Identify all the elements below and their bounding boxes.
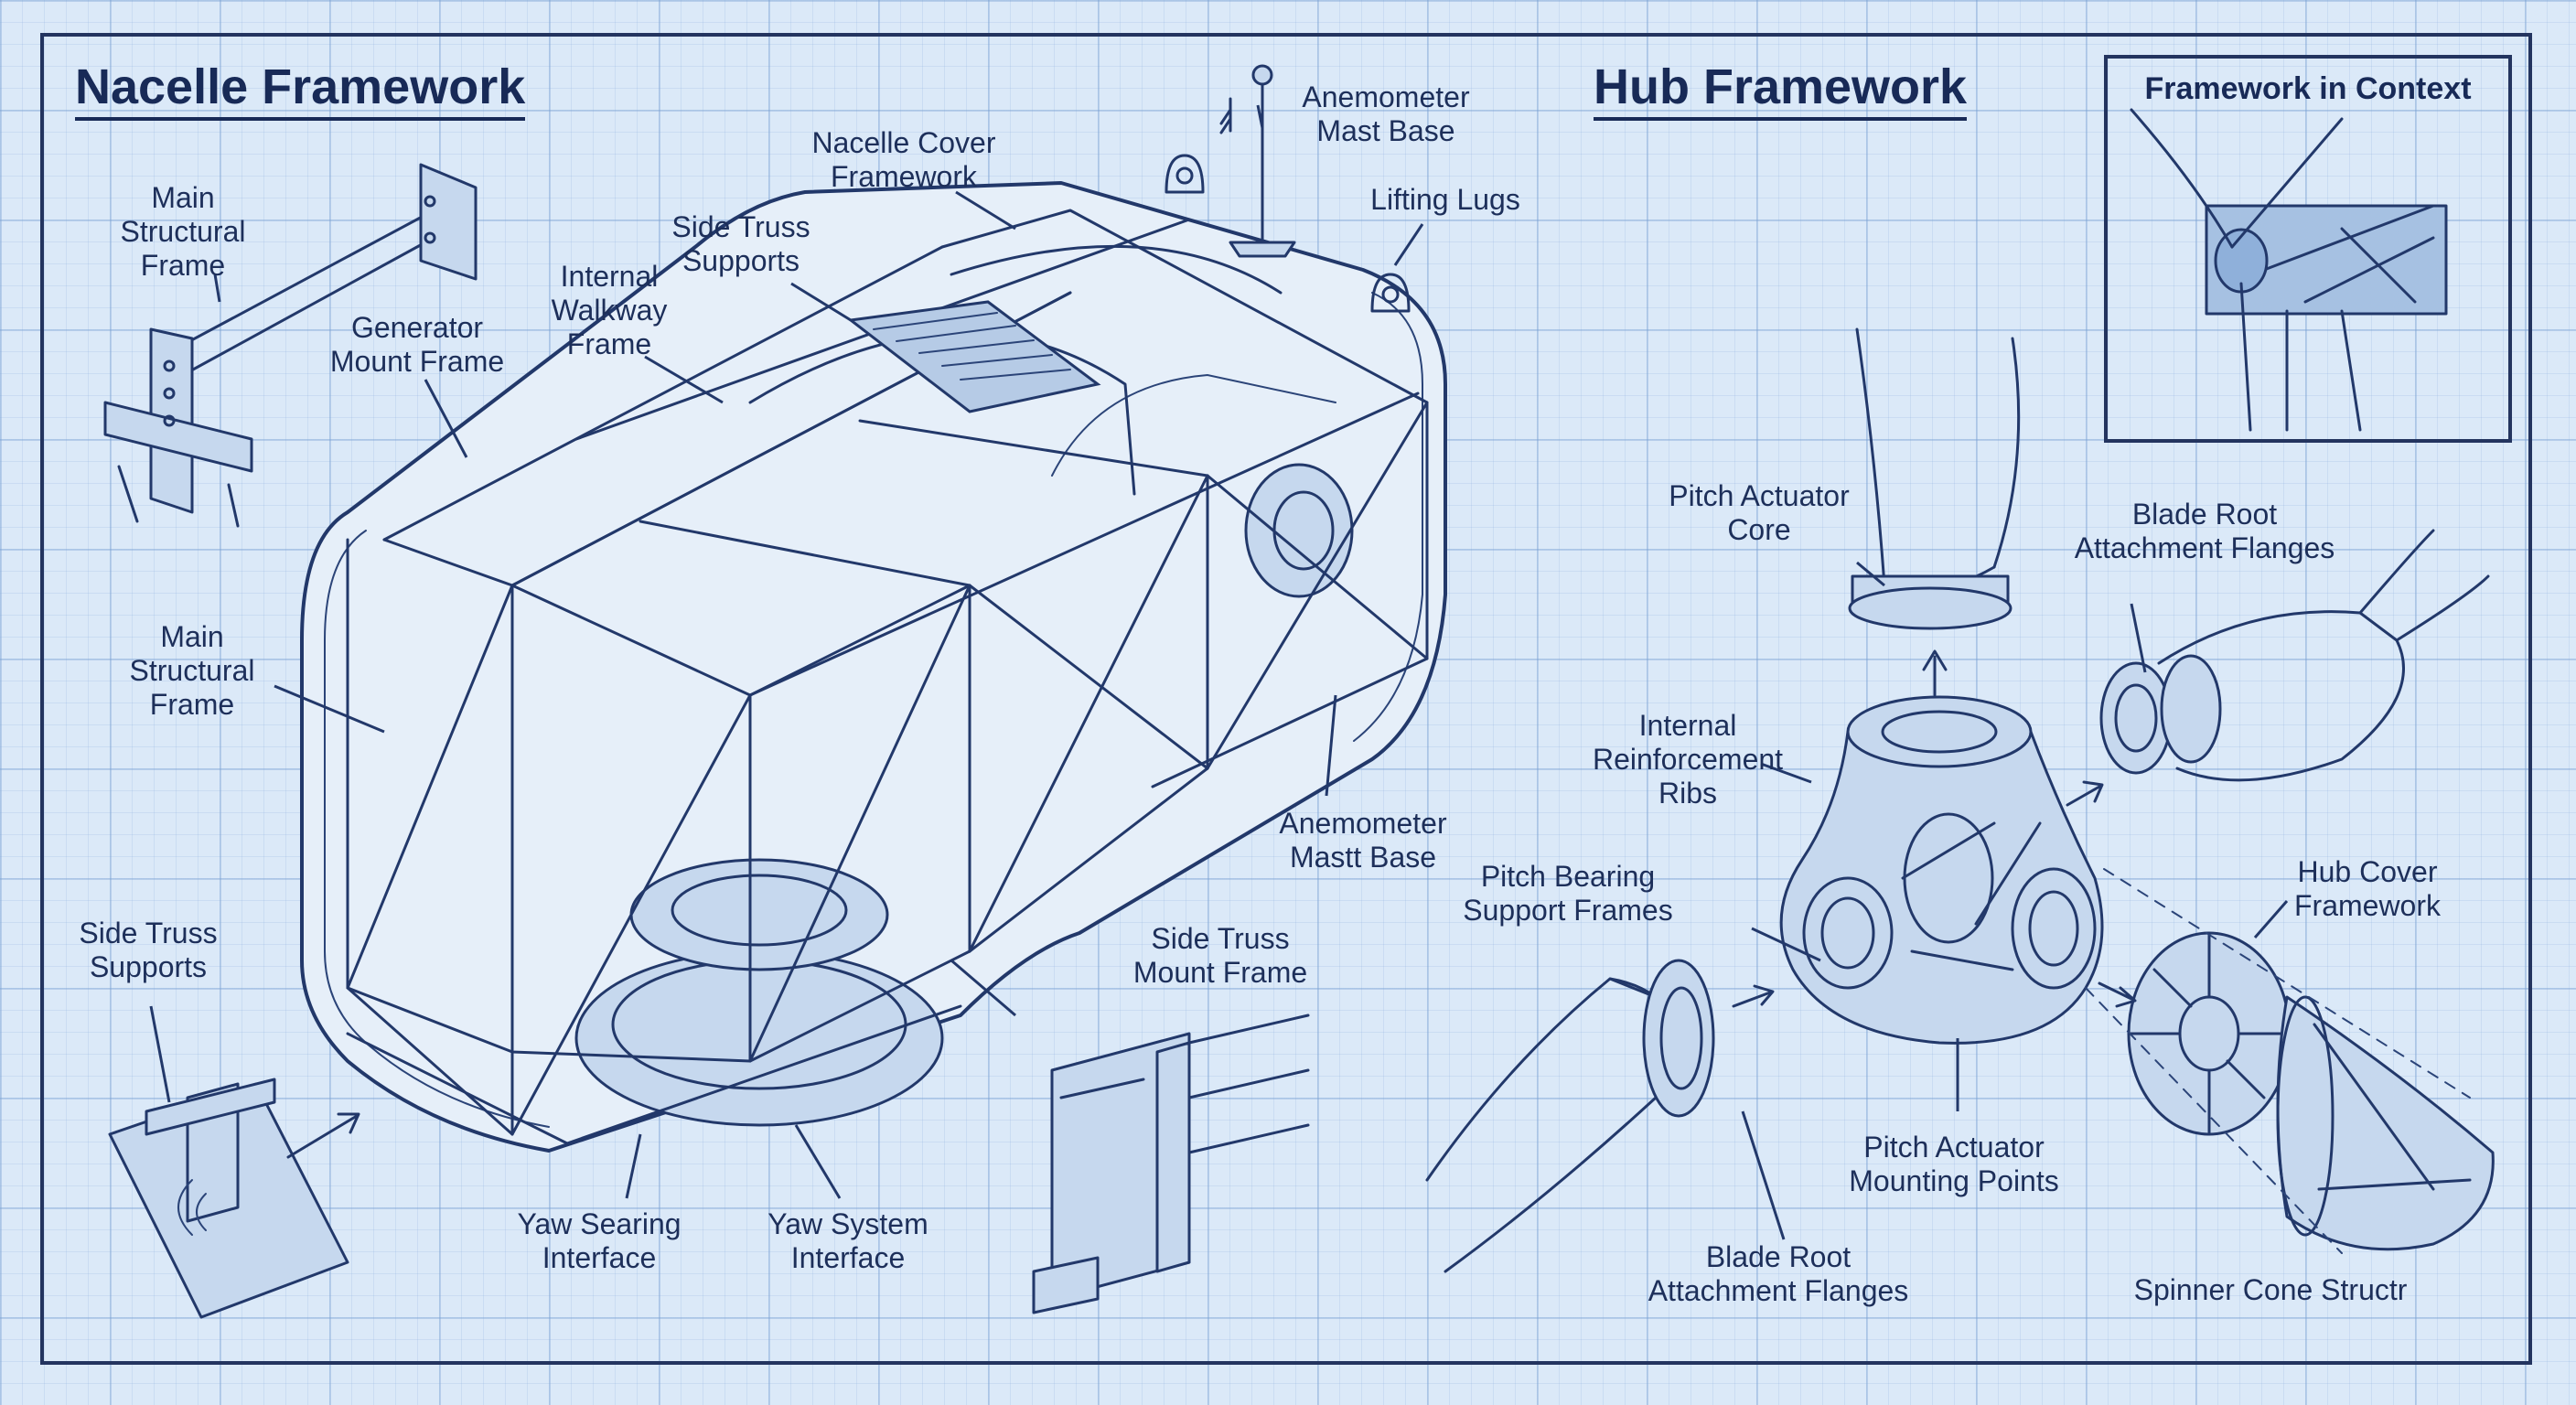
generator-bearing bbox=[1244, 463, 1354, 598]
inset-title: Framework in Context bbox=[2144, 71, 2472, 106]
label-pitch-bearing: Pitch Bearing Support Frames bbox=[1463, 860, 1673, 927]
mount-detail bbox=[1032, 1014, 1310, 1314]
lifting-lugs bbox=[1165, 154, 1411, 313]
upper-blade bbox=[1848, 327, 2021, 630]
nacelle-shell bbox=[300, 181, 1447, 1153]
label-side-truss-bottom: Side Truss Supports bbox=[79, 917, 218, 983]
hub-cover-frame bbox=[2127, 931, 2292, 1136]
label-anemometer-mid: Anemometer Mastt Base bbox=[1279, 807, 1447, 874]
anemometer-mast bbox=[1219, 64, 1296, 258]
blueprint-border bbox=[40, 33, 2532, 1365]
assembly-arrows bbox=[286, 649, 2137, 1159]
label-generator-mount: Generator Mount Frame bbox=[329, 311, 505, 378]
label-main-frame-top: Main Structural Frame bbox=[120, 181, 246, 282]
label-hub-cover: Hub Cover Framework bbox=[2293, 855, 2442, 922]
nacelle-rear-face bbox=[1353, 292, 1423, 742]
label-internal-walkway: Internal Walkway Frame bbox=[551, 260, 668, 360]
label-pitch-actuator-mount: Pitch Actuator Mounting Points bbox=[1849, 1131, 2059, 1197]
nacelle-shell-inner-edge bbox=[324, 530, 550, 1128]
label-blade-root-bottom: Blade Root Attachment Flanges bbox=[1648, 1240, 1909, 1307]
label-anemometer-top: Anemometer Mast Base bbox=[1302, 80, 1470, 147]
leader-lines bbox=[149, 104, 2289, 1240]
inset-turbine bbox=[2130, 108, 2448, 432]
left-blade bbox=[1425, 959, 1715, 1273]
label-spinner-cone: Spinner Cone Structr bbox=[2133, 1273, 2408, 1306]
label-internal-ribs: Internal Reinforcement Ribs bbox=[1592, 709, 1784, 810]
right-blade bbox=[2099, 529, 2490, 782]
ibeam-detail bbox=[108, 1078, 349, 1319]
label-pitch-actuator-core: Pitch Actuator Core bbox=[1669, 479, 1850, 546]
label-side-truss-mount: Side Truss Mount Frame bbox=[1132, 922, 1308, 989]
spinner-cone bbox=[2276, 995, 2495, 1251]
nacelle-title: Nacelle Framework bbox=[75, 59, 526, 121]
main-frame-detail bbox=[103, 163, 478, 528]
label-yaw-searing: Yaw Searing Interface bbox=[517, 1207, 682, 1274]
label-yaw-system: Yaw System Interface bbox=[767, 1207, 928, 1274]
hub-casting bbox=[1779, 695, 2104, 1045]
label-nacelle-cover: Nacelle Cover Framework bbox=[811, 126, 996, 193]
label-lifting-lugs: Lifting Lugs bbox=[1370, 183, 1520, 216]
cover-hoop-2 bbox=[950, 244, 1283, 295]
label-blade-root-top: Blade Root Attachment Flanges bbox=[2074, 498, 2335, 564]
walkway-grating bbox=[847, 300, 1101, 413]
context-inset: Framework in Context bbox=[2104, 55, 2512, 443]
hub-title: Hub Framework bbox=[1594, 59, 1968, 121]
label-side-truss-top: Side Truss Supports bbox=[671, 210, 810, 277]
label-main-frame-mid: Main Structural Frame bbox=[129, 620, 255, 721]
